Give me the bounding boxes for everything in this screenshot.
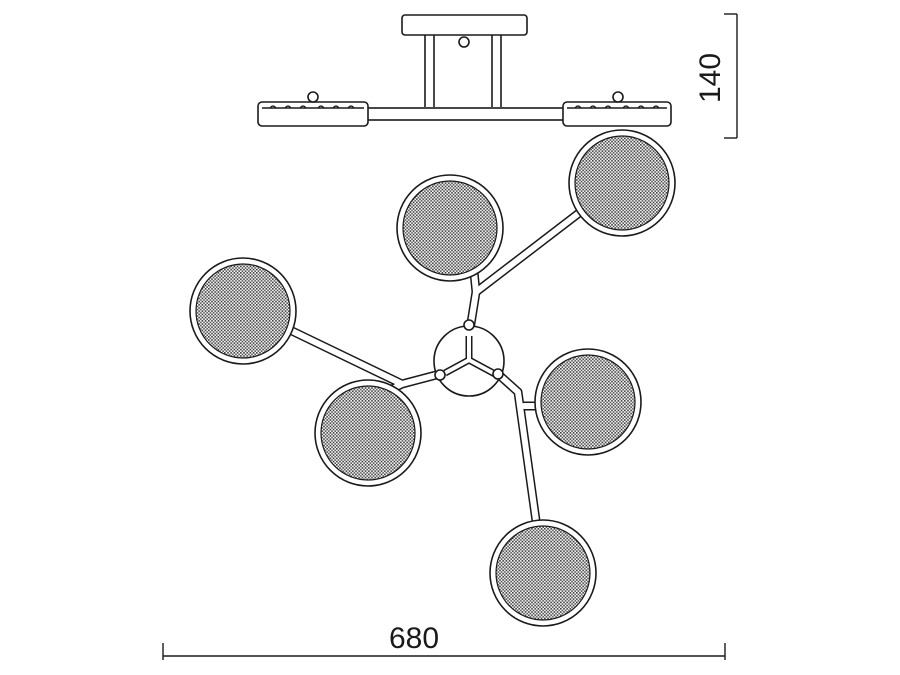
width-dimension-label: 680 — [389, 622, 439, 655]
shade-top-center — [396, 174, 504, 282]
ceiling-canopy — [401, 14, 528, 36]
hub-joint-right — [492, 368, 504, 380]
height-dimension-label: 140 — [694, 53, 727, 103]
side-shade-right — [562, 101, 672, 127]
shade-left — [189, 257, 297, 365]
shade-top-right — [568, 129, 676, 237]
shade-center-right — [534, 348, 642, 456]
shade-center-left — [314, 379, 422, 487]
shade-bottom — [489, 519, 597, 627]
side-view — [257, 14, 672, 127]
hub-joint-left — [434, 369, 446, 381]
hub-joint-top — [463, 319, 475, 331]
side-shade-right-knob — [612, 91, 624, 103]
width-dimension — [162, 643, 726, 660]
top-view-shades — [189, 129, 676, 627]
side-shade-studs — [269, 105, 660, 109]
central-hub — [433, 319, 505, 397]
canopy-screw — [458, 36, 470, 48]
side-shade-left-knob — [307, 91, 319, 103]
height-dimension — [724, 13, 738, 139]
